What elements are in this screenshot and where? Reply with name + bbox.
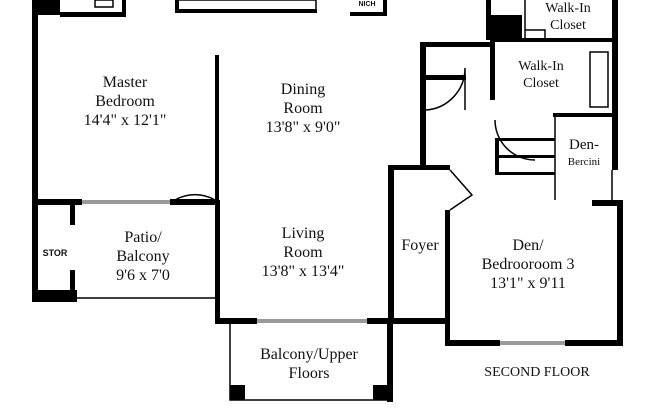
counter <box>177 0 317 11</box>
dining-room-label: Dining Room 13'8" x 9'0" <box>266 80 341 137</box>
door-swing <box>494 119 536 161</box>
wall <box>495 138 499 175</box>
wall <box>387 318 393 402</box>
wall <box>175 9 317 13</box>
wall <box>122 0 126 17</box>
wall <box>70 205 75 225</box>
wall <box>445 210 450 346</box>
walk-in-closet-1-label: Walk-In Closet <box>545 0 591 34</box>
wall <box>426 75 466 80</box>
room-name: Bedrooroom 3 <box>481 256 575 273</box>
wall <box>617 200 623 346</box>
wall <box>420 42 495 47</box>
wall <box>388 165 450 170</box>
room-name: Room <box>283 244 323 261</box>
room-size: 13'8" x 13'4" <box>261 263 345 280</box>
room-name: Den/ <box>512 237 544 254</box>
patio-label: Patio/ Balcony 9'6 x 7'0 <box>116 228 170 285</box>
walk-in-closet-2-label: Walk-In Closet <box>518 58 564 92</box>
foyer-label: Foyer <box>401 237 439 254</box>
room-size: 9'6 x 7'0 <box>116 267 170 284</box>
wall <box>490 40 495 100</box>
wall-thin <box>524 0 546 38</box>
wall <box>215 318 257 324</box>
wall <box>420 42 426 165</box>
wall <box>495 138 555 141</box>
balcony-upper-label: Balcony/Upper Floors <box>260 345 358 383</box>
wall <box>32 0 60 15</box>
room-name: Balcony <box>116 248 170 265</box>
wall <box>70 270 75 298</box>
wall <box>215 200 220 324</box>
wall <box>486 15 522 40</box>
room-name: Bercini <box>567 156 601 168</box>
wall <box>350 12 386 16</box>
room-size: 13'1" x 9'11 <box>490 275 566 292</box>
door-swing <box>449 169 474 211</box>
wall <box>32 290 77 302</box>
room-name: Floors <box>288 365 330 382</box>
room-name: Bedroom <box>95 93 155 110</box>
master-bedroom-label: Master Bedroom 14'4" x 12'1" <box>84 73 167 130</box>
storage-label: STOR <box>42 248 68 258</box>
wall <box>215 55 219 200</box>
wall <box>553 113 615 117</box>
room-size: 13'8" x 9'0" <box>265 119 341 136</box>
wall <box>388 165 394 321</box>
room-name: Closet <box>550 18 586 33</box>
room-name: Balcony/Upper <box>260 346 358 363</box>
wall <box>612 0 618 170</box>
room-name: Walk-In <box>518 59 564 74</box>
wall <box>32 199 82 205</box>
door-swing <box>425 67 466 111</box>
wall <box>486 0 491 40</box>
wall <box>373 385 391 400</box>
living-room-label: Living Room 13'8" x 13'4" <box>262 224 345 281</box>
room-name: Closet <box>523 76 559 91</box>
wall <box>32 0 38 302</box>
wall <box>495 155 555 158</box>
niche-label: NICH <box>358 1 376 8</box>
wall <box>230 385 245 400</box>
wall <box>495 38 615 42</box>
fixture <box>94 0 114 8</box>
wall <box>592 200 622 206</box>
room-name: Patio/ <box>124 229 162 246</box>
wall <box>445 340 500 346</box>
room-name: Walk-In <box>545 1 591 16</box>
room-name: Dining <box>280 81 326 98</box>
den-label: Den/ Bedrooroom 3 13'1" x 9'11 <box>482 236 575 293</box>
wall <box>495 172 555 175</box>
room-name: Den- <box>568 137 599 153</box>
wall <box>383 0 387 16</box>
shelf <box>589 51 609 108</box>
door-swing <box>174 193 216 201</box>
room-name: Room <box>283 100 323 117</box>
floor-title: SECOND FLOOR <box>484 365 590 380</box>
wall <box>170 199 219 205</box>
room-name: Master <box>102 74 148 91</box>
wall <box>565 340 623 346</box>
wall <box>175 0 179 13</box>
den-bercini-label: Den- Bercini <box>568 136 600 169</box>
wall <box>367 318 447 324</box>
balcony-rail <box>229 324 390 401</box>
room-size: 14'4" x 12'1" <box>83 112 167 129</box>
wall <box>60 12 126 17</box>
room-name: Living <box>281 225 325 242</box>
